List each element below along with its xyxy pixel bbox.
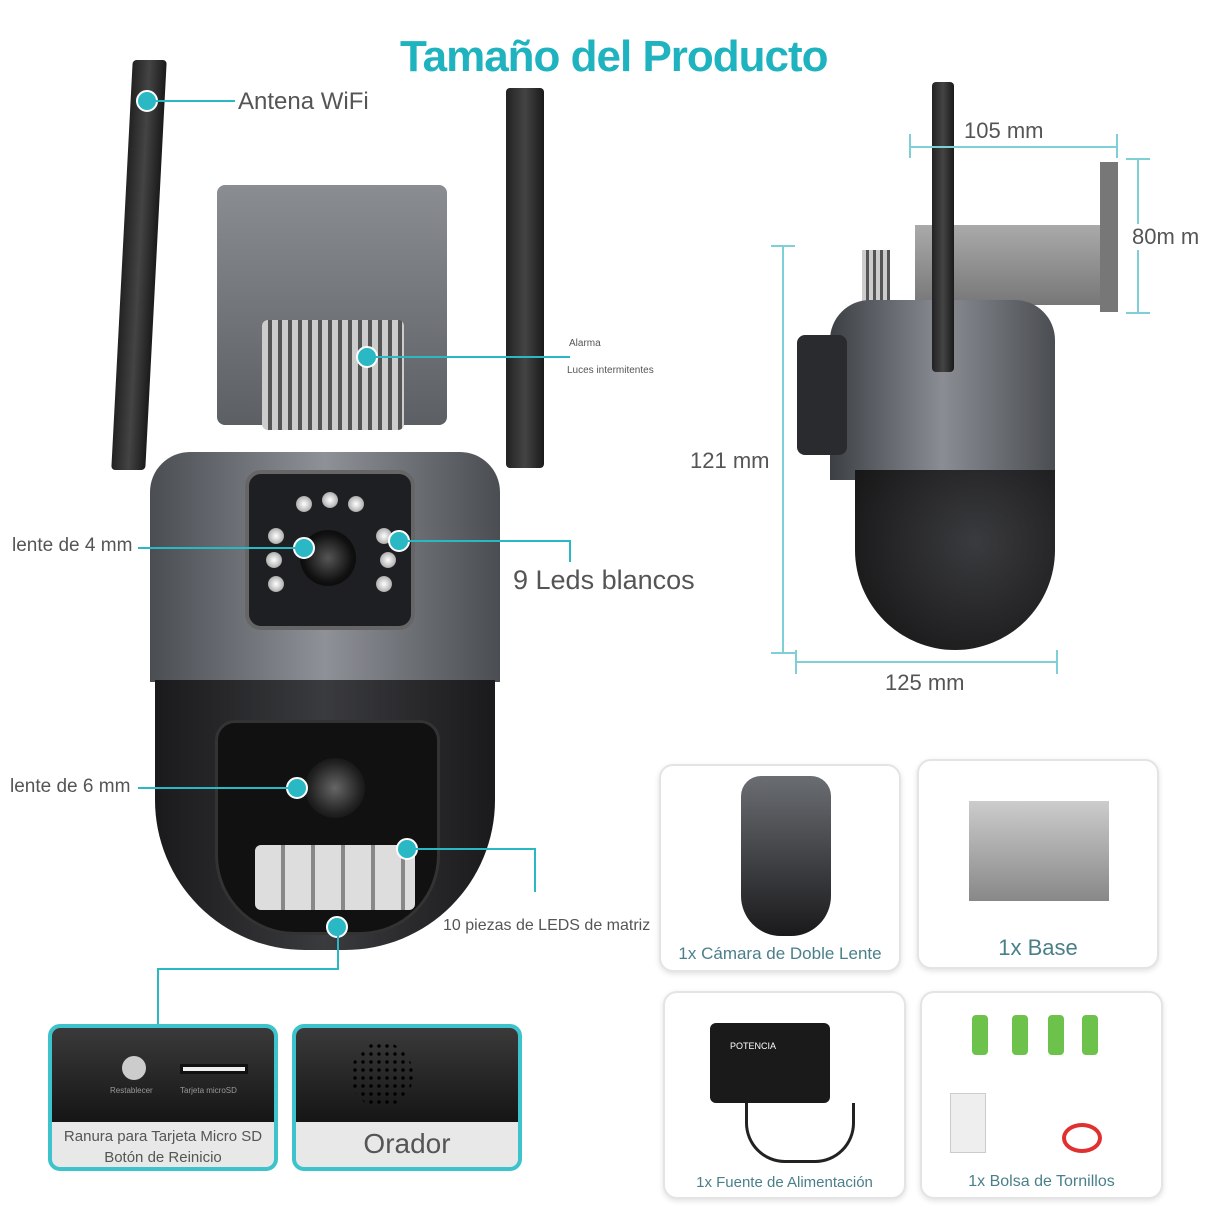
lens-4mm-label: lente de 4 mm bbox=[12, 535, 133, 556]
detail-speaker: Orador bbox=[292, 1024, 522, 1171]
side-dome bbox=[855, 470, 1055, 650]
anchor bbox=[1082, 1015, 1098, 1055]
dim-125: 125 mm bbox=[885, 670, 965, 695]
anchor bbox=[972, 1015, 988, 1055]
package-item-label: 1x Fuente de Alimentación bbox=[696, 1174, 873, 1191]
dim-80: 80m m bbox=[1132, 224, 1200, 250]
lens-6mm bbox=[305, 758, 365, 818]
sd-slot-thumb bbox=[180, 1064, 248, 1074]
dim-121: 121 mm bbox=[690, 448, 770, 474]
lens-6mm-label: lente de 6 mm bbox=[10, 776, 131, 797]
led bbox=[268, 576, 284, 592]
led bbox=[376, 576, 392, 592]
page-title: Tamaño del Producto bbox=[400, 32, 829, 81]
white-leds-label: 9 Leds blancos bbox=[513, 565, 695, 595]
camera-thumb bbox=[741, 776, 831, 936]
reset-button-thumb bbox=[122, 1056, 146, 1080]
led bbox=[268, 528, 284, 544]
dim-105: 105 mm bbox=[960, 118, 1048, 144]
base-thumb bbox=[969, 801, 1109, 901]
power-cable bbox=[745, 1103, 855, 1163]
led bbox=[296, 496, 312, 512]
speaker-caption: Orador bbox=[363, 1128, 451, 1159]
led bbox=[380, 552, 396, 568]
alarm-light bbox=[262, 320, 404, 430]
antenna-right bbox=[506, 88, 544, 468]
package-item-power: POTENCIA 1x Fuente de Alimentación bbox=[663, 991, 906, 1199]
power-supply-thumb: POTENCIA bbox=[710, 1023, 830, 1103]
anchor bbox=[1048, 1015, 1064, 1055]
plug-thumb bbox=[950, 1093, 986, 1153]
o-ring bbox=[1062, 1123, 1102, 1153]
alarm-label: Alarma bbox=[569, 338, 601, 349]
led bbox=[266, 552, 282, 568]
detail-sd-reset: Restablecer Tarjeta microSD Ranura para … bbox=[48, 1024, 278, 1171]
package-item-screws: 1x Bolsa de Tornillos bbox=[920, 991, 1163, 1199]
reset-caption: Botón de Reinicio bbox=[104, 1149, 222, 1166]
speaker-grille bbox=[351, 1042, 413, 1108]
package-item-label: 1x Bolsa de Tornillos bbox=[968, 1173, 1115, 1190]
side-mount-plate bbox=[1100, 162, 1118, 312]
led bbox=[322, 492, 338, 508]
matrix-leds-label: 10 piezas de LEDS de matriz bbox=[443, 917, 651, 934]
antenna-label: Antena WiFi bbox=[238, 88, 369, 115]
flash-lights-label: Luces intermitentes bbox=[567, 365, 654, 376]
led bbox=[348, 496, 364, 512]
antenna-left bbox=[111, 60, 167, 470]
side-antenna bbox=[932, 82, 954, 372]
reset-label: Restablecer bbox=[110, 1086, 153, 1095]
sd-label: Tarjeta microSD bbox=[180, 1086, 237, 1095]
anchor bbox=[1012, 1015, 1028, 1055]
package-item-camera: 1x Cámara de Doble Lente bbox=[659, 764, 901, 972]
side-lens bbox=[797, 335, 847, 455]
package-item-base: 1x Base bbox=[917, 759, 1159, 969]
package-item-label: 1x Cámara de Doble Lente bbox=[678, 944, 882, 963]
package-item-label: 1x Base bbox=[998, 935, 1078, 960]
matrix-leds bbox=[255, 845, 415, 910]
sd-slot-caption: Ranura para Tarjeta Micro SD bbox=[63, 1128, 263, 1145]
